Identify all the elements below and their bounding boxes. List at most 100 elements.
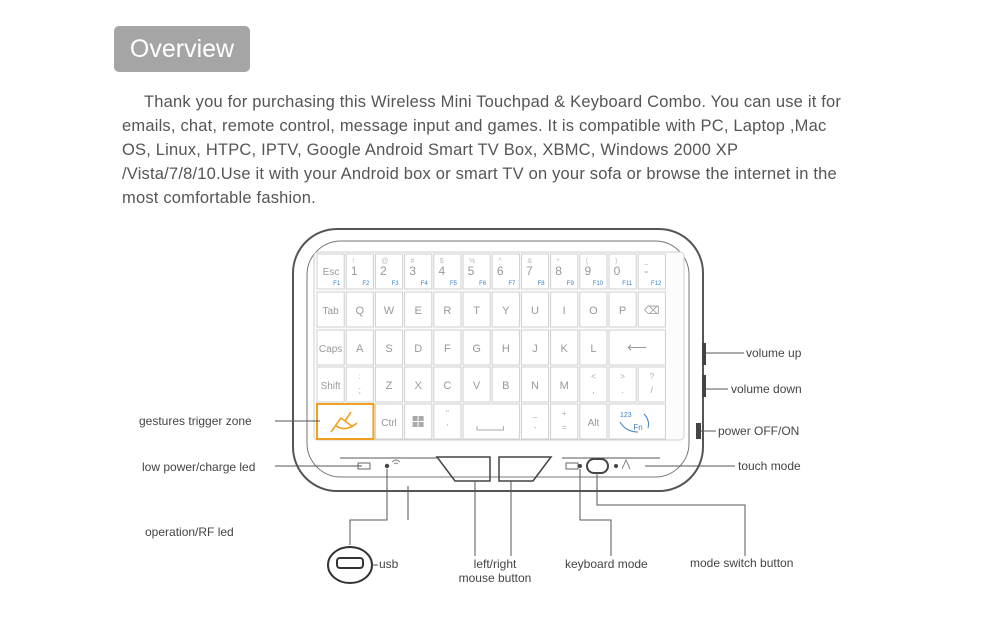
key-top-label: $	[440, 258, 444, 265]
key-label: W	[384, 305, 395, 317]
key--[interactable]	[637, 253, 666, 290]
key-plus[interactable]	[550, 403, 579, 440]
key-main-label: -	[644, 264, 648, 278]
key-enter[interactable]	[608, 329, 666, 366]
key-quote[interactable]	[433, 403, 462, 440]
key-label: Q	[356, 305, 365, 317]
key-X[interactable]	[404, 366, 433, 403]
key-minus[interactable]	[520, 403, 550, 440]
key-.[interactable]	[608, 366, 637, 403]
key-label: T	[473, 305, 480, 317]
key-5[interactable]	[462, 253, 491, 290]
key-S[interactable]	[374, 329, 404, 366]
key-G[interactable]	[462, 329, 491, 366]
volume-down-button[interactable]	[702, 375, 706, 397]
key-I[interactable]	[550, 291, 579, 328]
key-U[interactable]	[520, 291, 550, 328]
volume-up-button[interactable]	[702, 343, 706, 365]
key-main-label: Esc	[323, 267, 340, 278]
key-alt[interactable]	[579, 403, 608, 440]
key-label: E	[415, 305, 422, 317]
key-J[interactable]	[520, 329, 550, 366]
key-main-label: .	[621, 385, 624, 395]
key-T[interactable]	[462, 291, 491, 328]
key-Shift[interactable]	[316, 366, 345, 403]
key-main-label: 7	[526, 264, 533, 278]
key-main-label: 2	[380, 264, 387, 278]
key-top-label: :	[359, 372, 361, 381]
key-M[interactable]	[550, 366, 579, 403]
key-Caps[interactable]	[316, 329, 345, 366]
key-7[interactable]	[520, 253, 550, 290]
key-1[interactable]	[345, 253, 374, 290]
key-main-label: =	[562, 423, 567, 432]
key-top-label: "	[446, 409, 449, 418]
key-fn-bottom-label: Fn	[633, 423, 642, 432]
key-windows[interactable]	[404, 403, 433, 440]
key-6[interactable]	[491, 253, 520, 290]
key-Tab[interactable]	[316, 291, 345, 328]
keyboard-led-icon	[565, 462, 579, 470]
key-main-label: 0	[614, 264, 621, 278]
key-fn-label: F6	[479, 281, 487, 287]
key-fn[interactable]	[608, 403, 666, 440]
fn-arrow-icon	[619, 413, 649, 433]
touch-led-dot	[614, 464, 618, 468]
key-top-label: ?	[650, 372, 655, 381]
label-operation-led: operation/RF led	[145, 525, 234, 539]
key-F[interactable]	[433, 329, 462, 366]
key-H[interactable]	[491, 329, 520, 366]
power-switch[interactable]	[696, 423, 701, 439]
key-label: Alt	[588, 418, 600, 429]
right-mouse-button[interactable]	[498, 456, 553, 482]
key-N[interactable]	[520, 366, 550, 403]
key-ctrl[interactable]	[374, 403, 404, 440]
key-8[interactable]	[550, 253, 579, 290]
key-R[interactable]	[433, 291, 462, 328]
key-P[interactable]	[608, 291, 637, 328]
key-main-label: 6	[497, 264, 504, 278]
key-top-label: (	[586, 258, 589, 265]
key-top-label: *	[557, 258, 560, 265]
key-B[interactable]	[491, 366, 520, 403]
key-top-label: @	[381, 258, 388, 265]
key-;[interactable]	[345, 366, 374, 403]
key-4[interactable]	[433, 253, 462, 290]
key-main-label: 8	[555, 264, 562, 278]
usb-port	[327, 546, 373, 584]
key-space[interactable]	[462, 403, 520, 440]
label-mouse-button: left/right mouse button	[458, 557, 532, 585]
key-D[interactable]	[404, 329, 433, 366]
key-top-label: #	[411, 258, 415, 265]
key-label: N	[531, 380, 539, 392]
key-,[interactable]	[579, 366, 608, 403]
key-C[interactable]	[433, 366, 462, 403]
label-volume-down: volume down	[731, 382, 802, 396]
key-Esc[interactable]	[316, 253, 345, 290]
key-2[interactable]	[374, 253, 404, 290]
key-label: M	[560, 380, 569, 392]
key-label: R	[443, 305, 451, 317]
key-/[interactable]	[637, 366, 666, 403]
key-Z[interactable]	[374, 366, 404, 403]
key-V[interactable]	[462, 366, 491, 403]
key-L[interactable]	[579, 329, 608, 366]
key-Q[interactable]	[345, 291, 374, 328]
key-3[interactable]	[404, 253, 433, 290]
section-heading: Overview	[114, 26, 250, 72]
key-Y[interactable]	[491, 291, 520, 328]
key-9[interactable]	[579, 253, 608, 290]
left-mouse-button[interactable]	[435, 456, 491, 482]
key-label: Y	[502, 305, 510, 317]
key-label: ⌫	[644, 305, 660, 317]
key-backspace[interactable]	[637, 291, 666, 328]
key-A[interactable]	[345, 329, 374, 366]
key-K[interactable]	[550, 329, 579, 366]
key-0[interactable]	[608, 253, 637, 290]
key-E[interactable]	[404, 291, 433, 328]
key-top-label: )	[615, 258, 617, 265]
key-O[interactable]	[579, 291, 608, 328]
label-low-power: low power/charge led	[142, 460, 256, 474]
key-W[interactable]	[374, 291, 404, 328]
mode-switch-button[interactable]	[586, 458, 609, 474]
